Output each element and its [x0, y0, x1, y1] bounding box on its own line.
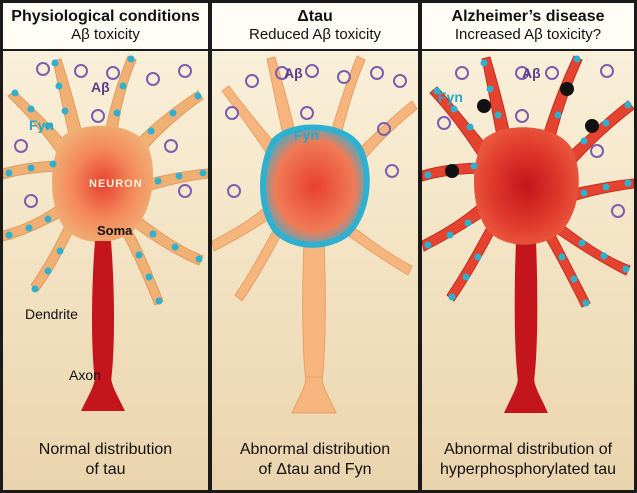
neuron-illustration-delta-tau — [212, 55, 418, 414]
caption-line-2: of Δtau and Fyn — [258, 461, 372, 478]
panel-subtitle: Increased Aβ toxicity? — [454, 26, 602, 43]
panel-header: Physiological conditions Aβ toxicity — [3, 3, 208, 51]
panel-title: Alzheimer’s disease — [451, 8, 605, 25]
caption-line-1: Normal distribution — [38, 441, 173, 458]
black-aggregates — [445, 82, 599, 178]
neuron-body — [3, 55, 208, 411]
panel-header: Alzheimer’s disease Increased Aβ toxicit… — [422, 3, 634, 51]
panel-title: Δtau — [297, 8, 333, 25]
fyn-dots — [5, 55, 207, 305]
panel-caption: Abnormal distribution of hyperphosphoryl… — [422, 440, 634, 480]
panel-physiological: Physiological conditions Aβ toxicity — [3, 3, 208, 490]
neuron-label: NEURON — [89, 178, 143, 190]
abeta-label: Aβ — [91, 79, 110, 95]
caption-line-1: Abnormal distribution of — [443, 441, 613, 458]
caption-line-1: Abnormal distribution — [239, 441, 391, 458]
panel-subtitle: Aβ toxicity — [71, 26, 140, 43]
abeta-aggregates — [225, 64, 407, 198]
panel-delta-tau: Δtau Reduced Aβ toxicity — [212, 3, 418, 490]
panel-caption: Normal distribution of tau — [3, 440, 208, 480]
fyn-label: Fyn — [438, 89, 463, 105]
abeta-label: Aβ — [522, 65, 541, 81]
dendrite-label: Dendrite — [25, 306, 78, 322]
neuron-body — [212, 55, 418, 414]
panel-alzheimers: Alzheimer’s disease Increased Aβ toxicit… — [422, 3, 634, 490]
axon-label: Axon — [69, 367, 101, 383]
abeta-label: Aβ — [284, 65, 303, 81]
panel-subtitle: Reduced Aβ toxicity — [248, 26, 382, 43]
neuron-illustration-alzheimers — [422, 55, 634, 413]
abeta-aggregates — [437, 64, 625, 218]
caption-line-2: of tau — [85, 461, 126, 478]
fyn-dots — [424, 55, 632, 307]
panel-caption: Abnormal distribution of Δtau and Fyn — [212, 440, 418, 480]
panel-header: Δtau Reduced Aβ toxicity — [212, 3, 418, 51]
panel-title: Physiological conditions — [11, 8, 200, 25]
soma-label: Soma — [97, 223, 133, 238]
soma-with-fyn-ring — [260, 124, 370, 248]
neuron-illustration-normal — [3, 55, 208, 411]
soma — [473, 127, 579, 245]
fyn-label: Fyn — [29, 117, 54, 133]
caption-line-2: hyperphosphorylated tau — [439, 461, 617, 478]
neuron-body — [422, 55, 634, 413]
abeta-aggregates — [14, 62, 192, 208]
fyn-label: Fyn — [294, 127, 319, 143]
